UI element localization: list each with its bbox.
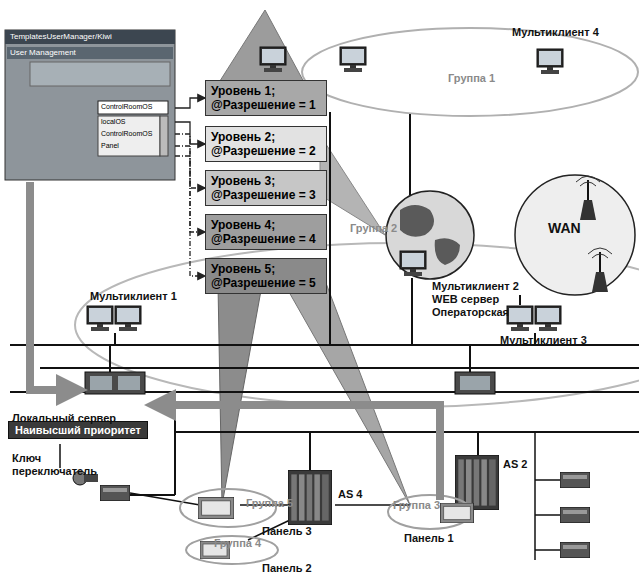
node-text: Наивысший приоритет: [15, 424, 141, 436]
node-text: ControlRoomOS: [101, 130, 152, 137]
device-label: Панель 1: [404, 532, 454, 545]
level-box: Уровень 1; @Разрешение = 1: [205, 80, 327, 116]
group-label: Группа 3: [393, 499, 440, 512]
device-label: WAN: [548, 222, 581, 235]
group-label: Группа 1: [448, 72, 495, 85]
device-label: Панель 2: [262, 562, 312, 575]
device-label: Локальный сервер: [12, 412, 116, 425]
node-text: User Management: [10, 48, 76, 57]
access-arrow: [175, 156, 205, 276]
node-text: Уровень 1; @Разрешение = 1: [211, 84, 321, 112]
node-text: localOS: [101, 118, 126, 125]
node-text: Panel: [101, 142, 119, 149]
device-label: Ключ переключатель: [12, 452, 74, 478]
level-box: Уровень 3; @Разрешение = 3: [205, 170, 327, 206]
node-text: TemplatesUserManager/Kiwi: [10, 32, 112, 41]
device-label: Панель 3: [262, 525, 312, 538]
group-label: Группа 5: [246, 497, 293, 510]
group-label: Группа 4: [214, 537, 261, 550]
device-label: Мультиклиент 4: [512, 26, 599, 39]
node-text: Уровень 4; @Разрешение = 4: [211, 218, 321, 246]
node-text: Уровень 3; @Разрешение = 3: [211, 174, 321, 202]
node-text: Уровень 5; @Разрешение = 5: [211, 262, 321, 290]
access-arrow: [175, 98, 205, 108]
device-label: AS 2: [503, 458, 527, 471]
device-label: AS 4: [338, 488, 362, 501]
node-text: ControlRoomOS: [101, 103, 152, 110]
device-label: Мультиклиент 1: [90, 290, 177, 303]
level-box: Уровень 5; @Разрешение = 5: [205, 258, 327, 294]
node-text: Уровень 2; @Разрешение = 2: [211, 130, 321, 158]
settings-window: TemplatesUserManager/KiwiUser Management…: [5, 30, 175, 180]
device-label: Мультиклиент 3: [500, 334, 587, 347]
level-box: Уровень 4; @Разрешение = 4: [205, 214, 327, 250]
group-label: Группа 2: [350, 222, 397, 235]
device-label: Мультиклиент 2 WEB сервер Операторская: [432, 280, 532, 319]
level-box: Уровень 2; @Разрешение = 2: [205, 126, 327, 162]
